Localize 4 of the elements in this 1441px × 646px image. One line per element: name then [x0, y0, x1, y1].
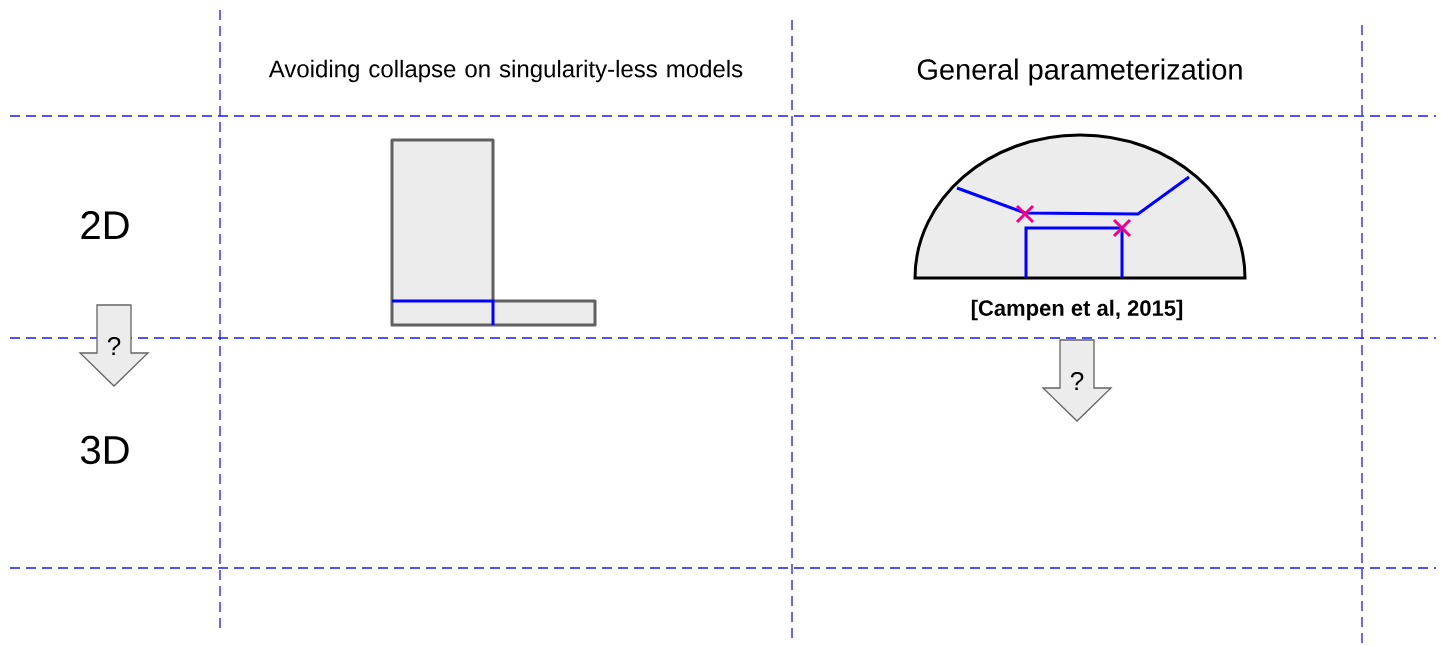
row-label: 2D — [81, 211, 129, 239]
column-heading: General parameterization — [917, 58, 1242, 86]
column-heading: Avoiding collapse on singularity-less models — [268, 59, 743, 83]
row-label: 3D — [80, 435, 129, 465]
